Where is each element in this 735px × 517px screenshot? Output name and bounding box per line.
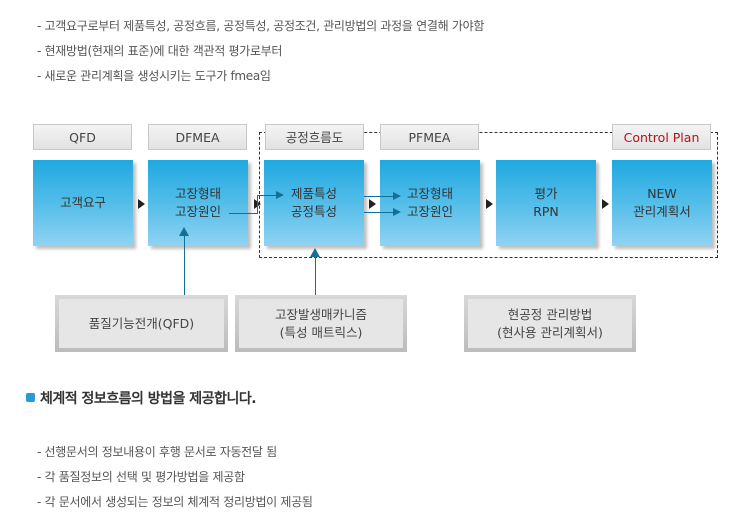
section-title-text: 체계적 정보흐름의 방법을 제공합니다. — [40, 391, 257, 407]
flow-arrow-icon — [486, 199, 493, 209]
input-text: 품질기능전개(QFD) — [88, 315, 195, 331]
box-evaluation-rpn: 평가 RPN — [496, 160, 596, 246]
input-box-inner: 현공정 관리방법 (현사용 관리계획서) — [468, 299, 632, 348]
intro-line-1: - 고객요구로부터 제품특성, 공정흐름, 공정특성, 공정조건, 관리방법의 … — [37, 19, 485, 33]
section-line-2: - 각 품질정보의 선택 및 평가방법을 제공함 — [37, 470, 245, 484]
input-text: 현공정 관리방법 — [507, 306, 593, 322]
box-text: 제품특성 — [290, 186, 337, 201]
input-box-inner: 고장발생매카니즘 (특성 매트릭스) — [239, 299, 403, 348]
flow-arrow-icon — [138, 199, 145, 209]
connector-arrow-icon — [393, 208, 401, 216]
box-text: 고장원인 — [406, 204, 453, 219]
intro-line-2: - 현재방법(현재의 표준)에 대한 객관적 평가로부터 — [37, 44, 283, 58]
input-box-current-control: 현공정 관리방법 (현사용 관리계획서) — [464, 295, 636, 352]
section-line-1: - 선행문서의 정보내용이 후행 문서로 자동전달 됨 — [37, 445, 277, 459]
header-pfmea: PFMEA — [380, 124, 479, 150]
box-pfmea: 고장형태 고장원인 — [380, 160, 480, 246]
flow-arrow-icon — [369, 199, 376, 209]
box-text: 평가 — [534, 186, 558, 201]
connector-line — [364, 212, 394, 213]
box-customer-requirement: 고객요구 — [33, 160, 133, 246]
box-text: 고장원인 — [174, 204, 221, 219]
connector-line — [184, 235, 185, 295]
connector-up-arrow-icon — [179, 227, 189, 236]
section-line-3: - 각 문서에서 생성되는 정보의 체계적 정리방법이 제공됨 — [37, 495, 313, 509]
connector-up-arrow-icon — [310, 248, 320, 257]
connector-arrow-icon — [393, 192, 401, 200]
box-text: 관리계획서 — [633, 204, 691, 219]
input-box-inner: 품질기능전개(QFD) — [59, 299, 224, 348]
connector-line — [364, 196, 394, 197]
header-dfmea: DFMEA — [148, 124, 247, 150]
input-text: (특성 매트릭스) — [279, 324, 363, 340]
box-new-control-plan: NEW 관리계획서 — [612, 160, 712, 246]
input-box-failure-mechanism: 고장발생매카니즘 (특성 매트릭스) — [235, 295, 407, 352]
box-dfmea: 고장형태 고장원인 — [148, 160, 248, 246]
box-text: 고장형태 — [406, 186, 453, 201]
header-control-plan: Control Plan — [612, 124, 711, 150]
box-process-flow: 제품특성 공정특성 — [264, 160, 364, 246]
box-text: RPN — [533, 204, 559, 219]
connector-line — [229, 213, 258, 214]
connector-line — [257, 195, 258, 214]
box-text: 고객요구 — [59, 195, 106, 210]
box-text: 고장형태 — [174, 186, 221, 201]
input-box-qfd: 품질기능전개(QFD) — [55, 295, 228, 352]
connector-line — [315, 256, 316, 295]
input-text: 고장발생매카니즘 — [274, 306, 367, 322]
square-bullet-icon — [26, 393, 35, 402]
flow-arrow-icon — [602, 199, 609, 209]
section-title: 체계적 정보흐름의 방법을 제공합니다. — [26, 388, 257, 408]
intro-line-3: - 새로운 관리계획을 생성시키는 도구가 fmea임 — [37, 69, 271, 83]
connector-arrow-icon — [276, 191, 284, 199]
header-qfd: QFD — [33, 124, 132, 150]
box-text: 공정특성 — [290, 204, 337, 219]
connector-line — [257, 195, 277, 196]
header-process-flow: 공정흐름도 — [265, 124, 364, 150]
box-text: NEW — [647, 186, 677, 201]
input-text: (현사용 관리계획서) — [497, 324, 603, 340]
